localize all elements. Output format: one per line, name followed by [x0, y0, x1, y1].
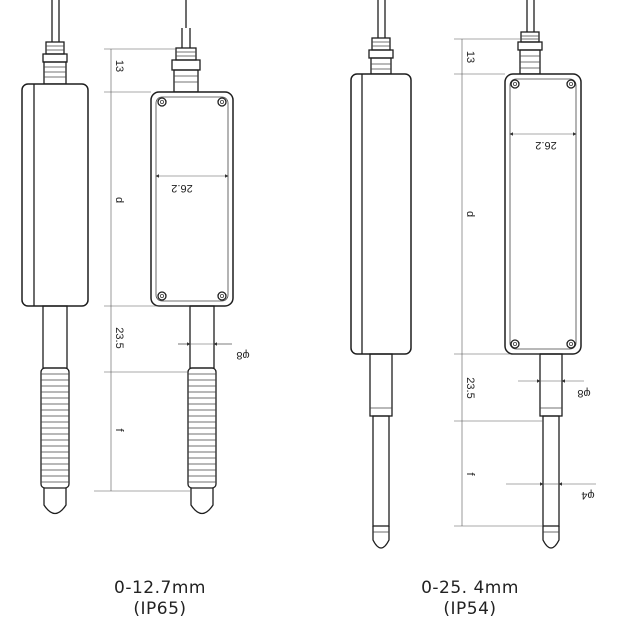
- right-side-view: [350, 0, 412, 549]
- right-sensor-drawing: 13 d 26.2 23.5 f φ8 φ4: [350, 0, 596, 549]
- right-dimensions: [454, 38, 596, 527]
- left-dim-stem: 23.5: [113, 327, 125, 348]
- left-bellows-front: [187, 367, 217, 489]
- right-dim-top: 13: [464, 51, 476, 63]
- left-side-view: [21, 0, 89, 515]
- left-dim-travel: f: [113, 428, 125, 432]
- right-dim-width: 26.2: [535, 139, 556, 151]
- right-dim-diameter-upper: φ8: [577, 387, 590, 399]
- left-sensor-drawing: 13 d 26.2 23.5 f φ8: [21, 0, 250, 515]
- right-dim-stem: 23.5: [464, 377, 476, 398]
- left-front-view: [150, 0, 234, 515]
- left-dim-top: 13: [113, 60, 125, 72]
- right-rating-label: (IP54): [443, 599, 497, 619]
- right-range-label: 0-25. 4mm: [421, 578, 519, 598]
- right-dim-diameter-lower: φ4: [581, 489, 594, 501]
- left-dim-width: 26.2: [171, 182, 192, 194]
- right-sensor-caption: 0-25. 4mm (IP54): [370, 578, 570, 620]
- right-front-view: [504, 0, 582, 549]
- left-bellows-side: [40, 367, 70, 489]
- left-range-label: 0-12.7mm: [114, 578, 206, 598]
- left-dim-diameter: φ8: [236, 349, 249, 361]
- left-rating-label: (IP65): [133, 599, 187, 619]
- left-dimensions: [94, 48, 232, 492]
- left-sensor-caption: 0-12.7mm (IP65): [60, 578, 260, 620]
- right-dim-body: d: [464, 211, 476, 217]
- left-dim-body: d: [113, 197, 125, 203]
- right-dim-travel: f: [464, 472, 476, 476]
